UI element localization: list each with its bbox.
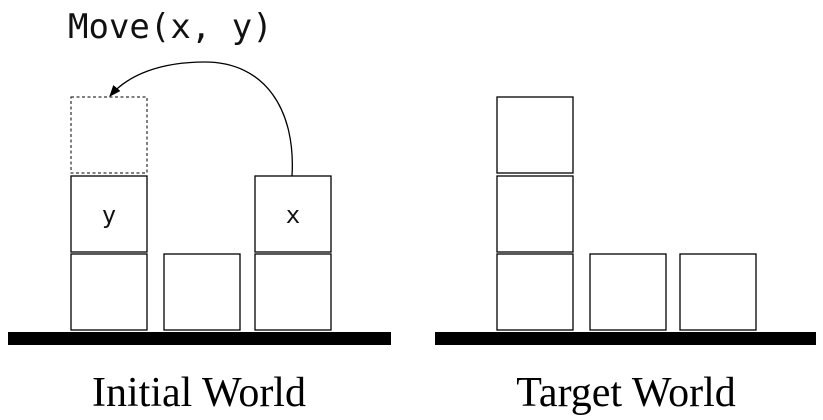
ghost-block-target-position: [70, 96, 148, 174]
target-world: Target World: [435, 96, 816, 416]
action-label: Move(x, y): [68, 7, 273, 47]
block-y-label: y: [102, 201, 116, 229]
block-initial-col1-bottom: [70, 253, 148, 331]
initial-world: y x Initial World: [8, 96, 391, 416]
block-initial-col2-bottom: [163, 253, 241, 331]
target-world-ground: [435, 332, 816, 345]
block-initial-col3-bottom: [254, 253, 332, 331]
target-world-caption: Target World: [516, 370, 736, 416]
block-target-col2-bottom: [589, 253, 667, 331]
initial-world-caption: Initial World: [92, 370, 306, 416]
block-target-col1-middle: [496, 175, 574, 253]
block-target-col1-bottom: [496, 253, 574, 331]
block-target-col1-top: [496, 96, 574, 174]
block-target-col3-bottom: [679, 253, 757, 331]
block-y: [70, 175, 148, 253]
block-x-label: x: [286, 201, 300, 229]
move-arrow: [109, 61, 293, 177]
block-x: [254, 175, 332, 253]
initial-world-ground: [8, 332, 391, 345]
